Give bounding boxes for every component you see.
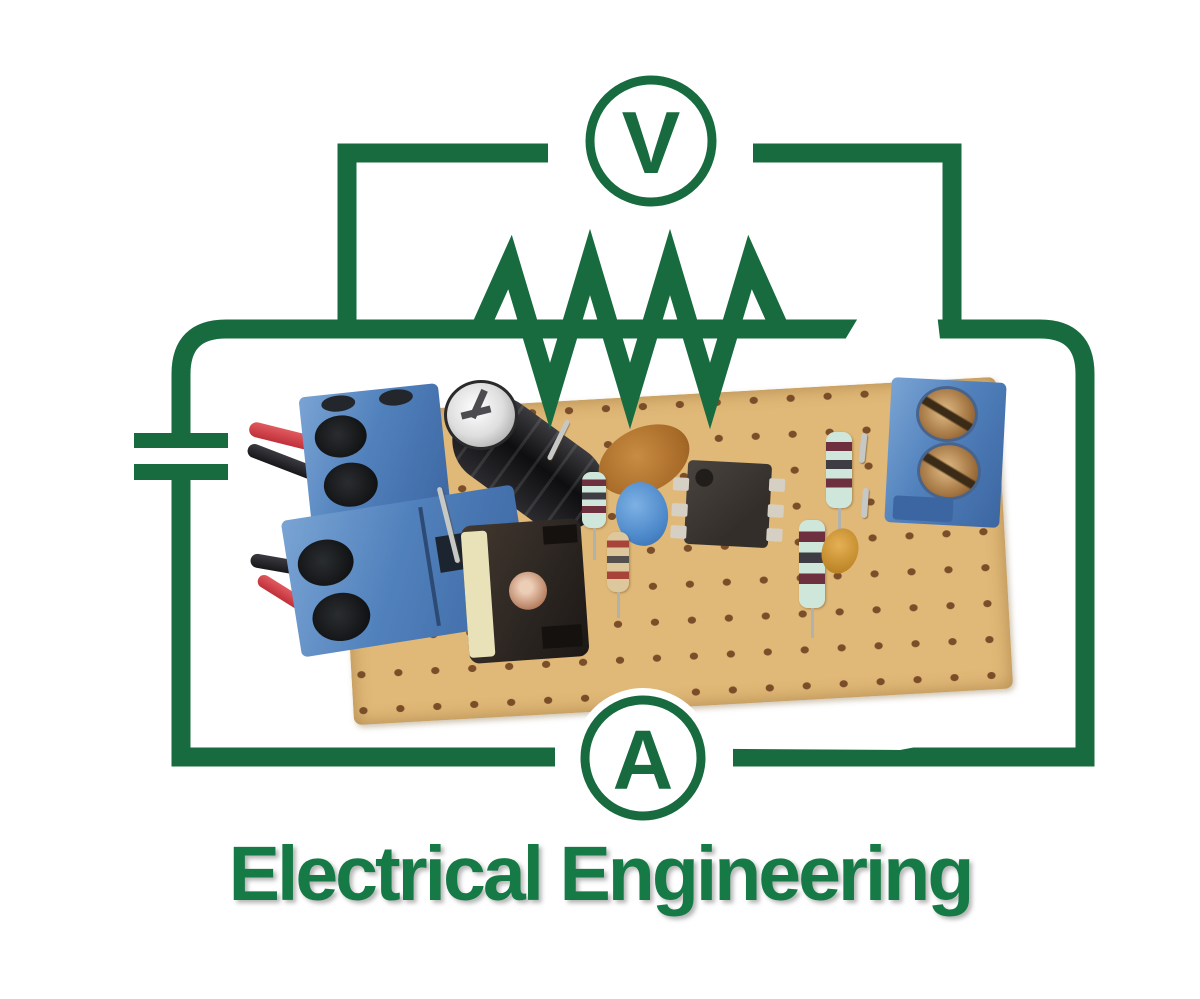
capacitor-plate-top bbox=[134, 433, 228, 448]
capacitor-symbol bbox=[134, 433, 228, 480]
logo-title: Electrical Engineering bbox=[228, 831, 975, 917]
main-loop-wire-upper bbox=[171, 319, 1095, 767]
voltmeter-branch-right-wire bbox=[753, 143, 962, 338]
voltmeter-branch-left-wire bbox=[337, 143, 548, 338]
circuit-board-photo bbox=[245, 290, 1050, 760]
capacitor-plate-bottom bbox=[134, 464, 228, 480]
voltmeter-symbol: V bbox=[581, 71, 721, 211]
resistor bbox=[607, 532, 629, 592]
resistor-lead bbox=[811, 608, 814, 638]
voltmeter-circle bbox=[585, 75, 717, 207]
resistor-lead bbox=[838, 508, 841, 532]
ammeter-circle bbox=[580, 695, 706, 821]
ammeter-label: A bbox=[613, 713, 674, 807]
resistor-lead bbox=[617, 592, 620, 618]
resistor bbox=[826, 432, 852, 508]
resistor-symbol bbox=[455, 228, 805, 430]
main-loop-wire-lower bbox=[171, 480, 555, 767]
electrolytic-capacitor-top bbox=[444, 380, 518, 450]
voltmeter-label: V bbox=[622, 93, 681, 192]
resistor-lead bbox=[593, 528, 596, 560]
ammeter-symbol: A bbox=[573, 688, 713, 828]
resistor bbox=[582, 472, 606, 528]
resistor bbox=[799, 520, 825, 608]
